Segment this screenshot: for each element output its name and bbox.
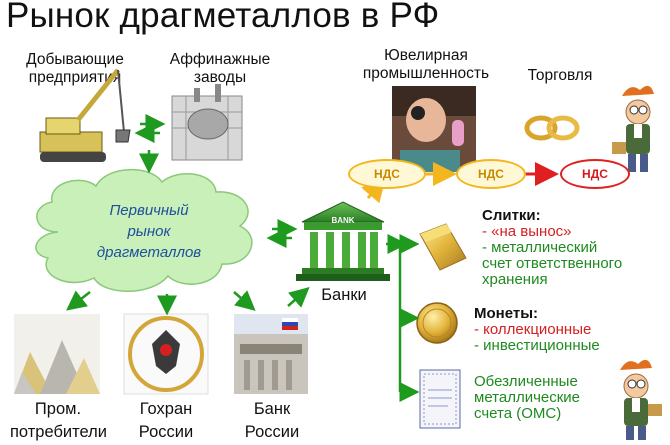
gokhran-label: Гохран России [124,398,208,444]
central-bank-line1: Банк [232,398,312,421]
bars-list: Слитки: - «на вынос» - металлический сче… [482,208,622,288]
rings-icon [527,118,577,138]
banks-label: Банки [306,284,382,307]
central-bank-line2: России [232,421,312,444]
arrow-cloud-to-industrial [72,292,90,306]
products-bracket [386,244,412,392]
central-bank-image [234,314,308,394]
certificate-icon [420,370,460,428]
gokhran-emblem-image [124,314,208,394]
primary-market-line3: драгметаллов [64,242,234,263]
oms-list: Обезличенные металлические счета (ОМС) [474,374,580,422]
metal-powders-image [14,314,100,394]
businessman-icon-bottom [620,360,662,440]
primary-market-line1: Первичный [64,200,234,221]
excavator-icon [40,70,130,162]
jeweler-photo [392,86,476,172]
vat-badge-3: НДС [560,159,630,189]
bars-heading: Слитки: [482,208,622,224]
oms-line2: металлические [474,390,580,406]
gold-coin-icon [417,303,457,343]
oms-line1: Обезличенные [474,374,580,390]
vat-badge-1: НДС [348,159,426,189]
coins-item-investment: - инвестиционные [474,338,600,354]
primary-market-label: Первичный рынок драгметаллов [64,200,234,263]
industrial-line1: Пром. [10,398,106,421]
bank-sign-text: BANK [326,216,360,225]
refinery-icon [172,84,242,160]
coins-list: Монеты: - коллекционные - инвестиционные [474,306,600,354]
industrial-line2: потребители [10,421,106,444]
arrow-central-bank-to-banks [288,292,304,306]
gokhran-line1: Гохран [124,398,208,421]
gokhran-line2: России [124,421,208,444]
bank-building-icon [296,202,390,281]
bars-item-account-line3: хранения [482,272,622,288]
coins-item-collectible: - коллекционные [474,322,600,338]
gold-bar-icon [420,224,466,270]
bars-item-account-line2: счет ответственного [482,256,622,272]
bars-item-account-line1: - металлический [482,240,622,256]
vat-badge-2: НДС [456,159,526,189]
coins-heading: Монеты: [474,306,600,322]
industrial-consumers-label: Пром. потребители [10,398,106,444]
oms-line3: счета (ОМС) [474,406,580,422]
primary-market-line2: рынок [64,221,234,242]
central-bank-label: Банк России [232,398,312,444]
arrow-cloud-to-central-bank [234,292,250,306]
businessman-icon-top [612,86,654,172]
bars-item-takeaway: - «на вынос» [482,224,622,240]
